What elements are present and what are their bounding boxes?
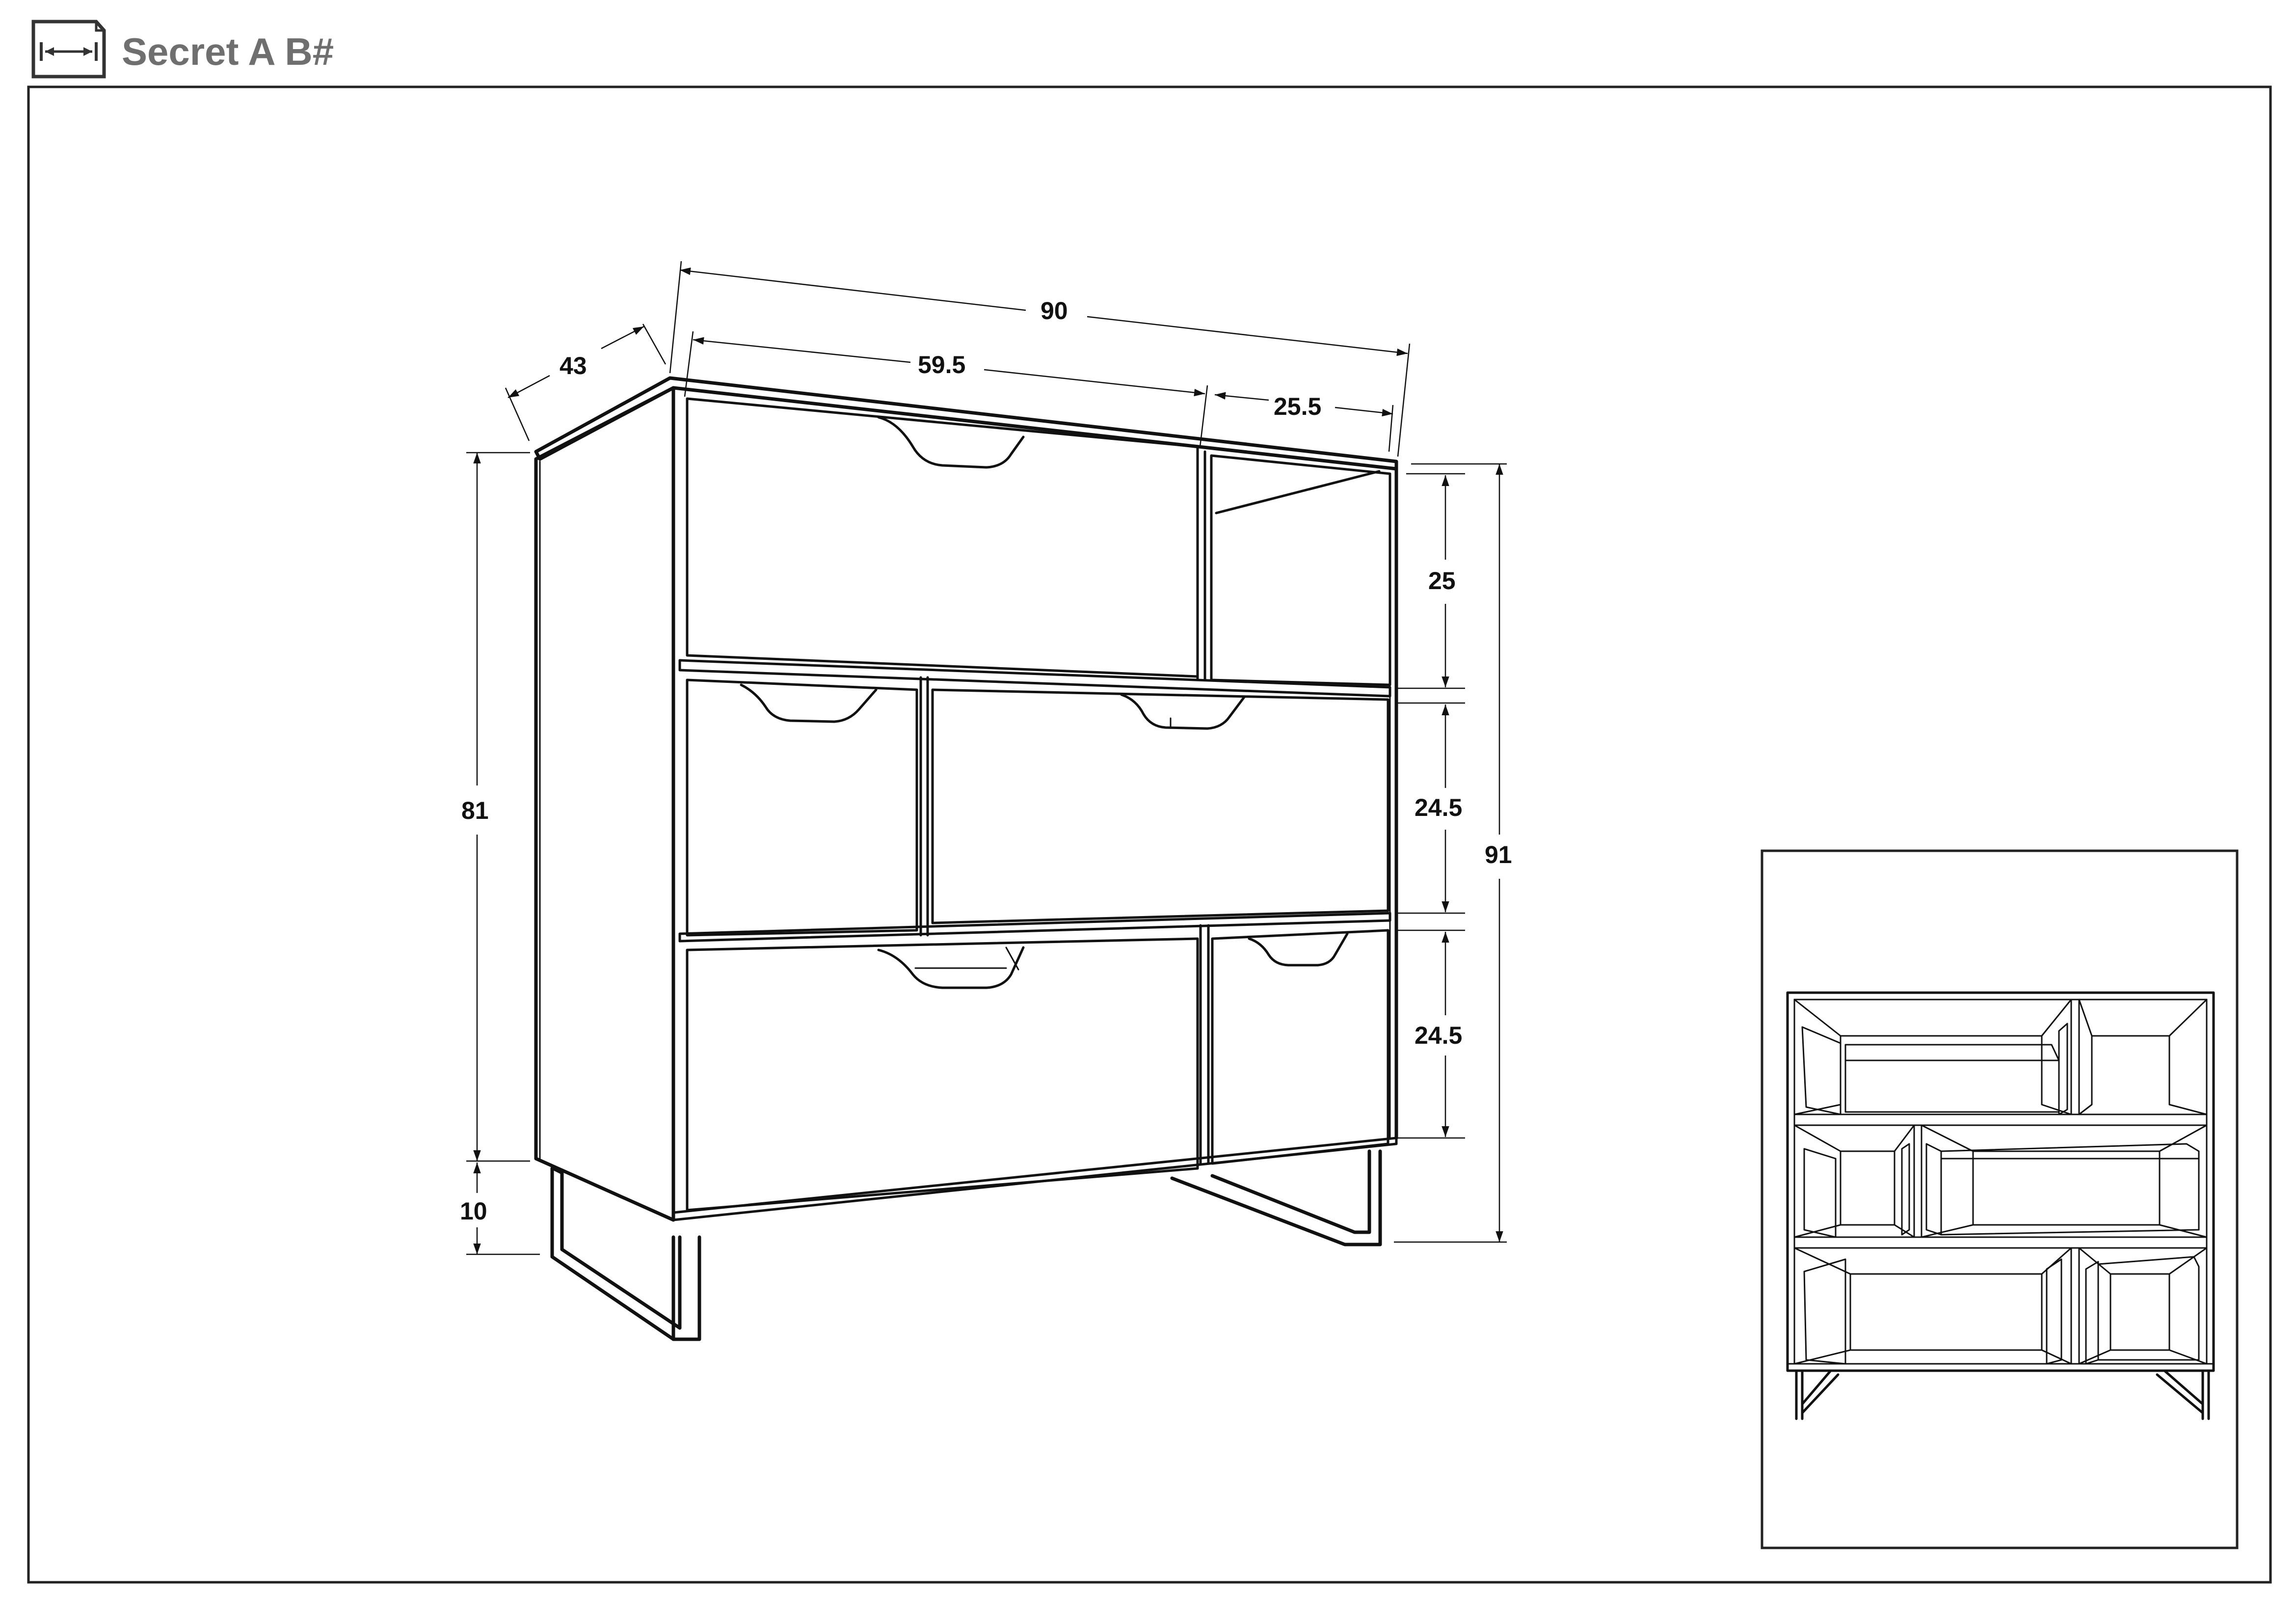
width-dimension-icon — [31, 20, 106, 79]
main-frame — [27, 85, 2272, 1584]
dim-bottom-row-height: 24.5 — [1415, 1022, 1462, 1049]
dim-depth: 43 — [560, 352, 587, 379]
dim-drawer-width: 59.5 — [918, 351, 965, 379]
dim-middle-row-height: 24.5 — [1415, 794, 1462, 821]
page-title: Secret A B# — [122, 30, 334, 73]
dim-body-height: 81 — [461, 797, 489, 824]
inset-open-view — [1761, 849, 2239, 1549]
dim-leg-height: 10 — [460, 1197, 487, 1225]
dimension-annotations: 90 59.5 25.5 43 81 10 91 — [460, 261, 1512, 1255]
dim-total-width: 90 — [1041, 297, 1068, 325]
dresser-main-view — [534, 376, 1398, 1341]
header: Secret A B# — [31, 20, 334, 79]
dim-total-height: 91 — [1485, 841, 1512, 868]
dim-shelf-width: 25.5 — [1274, 393, 1321, 420]
dim-top-row-height: 25 — [1428, 567, 1456, 595]
